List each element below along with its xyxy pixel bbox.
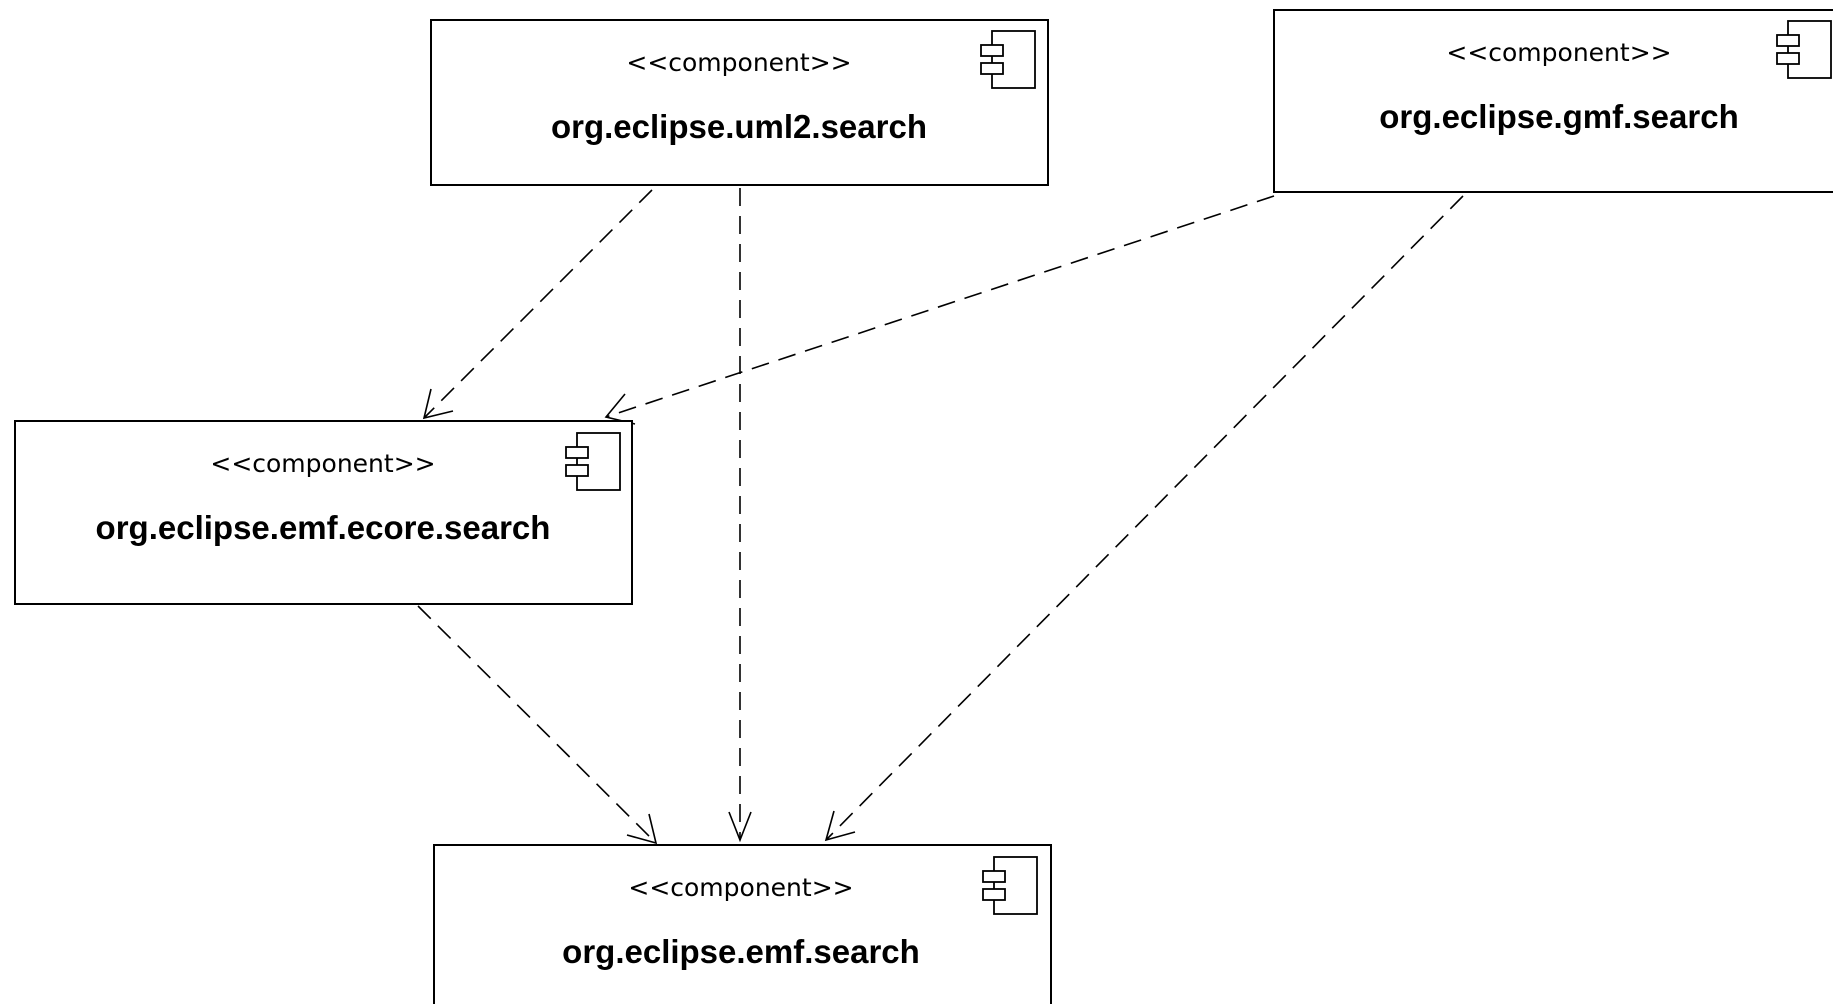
component-uml2-search[interactable]: <<component>> org.eclipse.uml2.search <box>430 19 1049 186</box>
component-gmf-search[interactable]: <<component>> org.eclipse.gmf.search <box>1273 9 1833 193</box>
dependency-uml2-to-ecore[interactable] <box>422 189 653 420</box>
component-icon <box>565 432 621 491</box>
component-box <box>430 19 1049 186</box>
dependency-gmf-to-ecore[interactable] <box>604 195 1275 425</box>
component-stereotype: <<component>> <box>210 449 435 478</box>
component-icon <box>982 856 1038 915</box>
component-stereotype: <<component>> <box>626 48 851 77</box>
component-emf-ecore-search[interactable]: <<component>> org.eclipse.emf.ecore.sear… <box>14 420 633 605</box>
component-stereotype: <<component>> <box>628 873 853 902</box>
component-stereotype: <<component>> <box>1446 38 1671 67</box>
component-emf-search[interactable]: <<component>> org.eclipse.emf.search <box>433 844 1052 1004</box>
component-name: org.eclipse.emf.search <box>562 933 920 970</box>
component-box <box>14 420 633 605</box>
component-icon <box>980 30 1036 89</box>
dependency-gmf-to-emf[interactable] <box>824 195 1464 842</box>
component-name: org.eclipse.emf.ecore.search <box>96 509 551 546</box>
component-name: org.eclipse.uml2.search <box>551 108 927 145</box>
component-icon <box>1776 20 1832 79</box>
component-box <box>433 844 1052 1004</box>
component-box <box>1273 9 1833 193</box>
dependency-ecore-to-emf[interactable] <box>417 605 658 845</box>
dependency-uml2-to-emf[interactable] <box>728 188 752 843</box>
component-name: org.eclipse.gmf.search <box>1379 98 1738 135</box>
